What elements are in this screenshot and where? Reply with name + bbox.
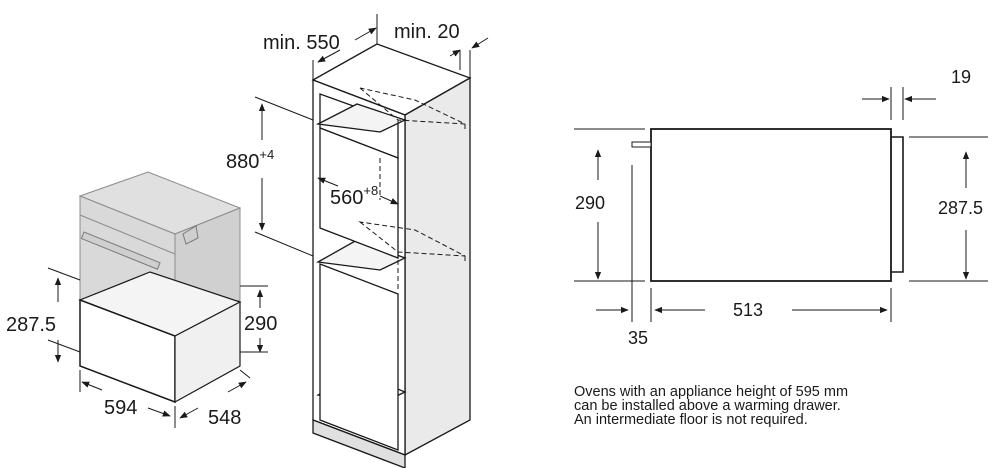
right-dimension-lines	[574, 87, 988, 322]
right-figure: 19 290 287.5 513 35	[574, 67, 988, 348]
side-bottom-offset-label: 35	[628, 328, 648, 348]
oven-dashed-outline	[358, 87, 466, 290]
side-top-offset-label: 19	[951, 67, 971, 87]
side-view-shape	[631, 128, 904, 282]
note-line: can be installed above a warming drawer.	[574, 398, 841, 414]
niche-height-value: 880	[226, 151, 259, 173]
note-line: An intermediate floor is not required.	[574, 412, 808, 428]
center-dimension-lines	[254, 14, 489, 257]
warming-drawer-shape	[78, 271, 242, 404]
left-depth-label: 548	[208, 407, 241, 429]
left-height-label: 287.5	[6, 314, 56, 336]
left-width-label: 594	[104, 397, 137, 419]
niche-height-label: 880+4	[226, 147, 274, 173]
left-drawer-height-label: 290	[244, 313, 277, 335]
niche-width-label: 560+8	[330, 183, 378, 209]
side-height-left-label: 290	[575, 193, 605, 213]
cabinet-min-depth-label: min. 550	[263, 32, 340, 54]
niche-height-tolerance: +4	[259, 147, 274, 162]
installation-note: Ovens with an appliance height of 595 mm…	[574, 384, 934, 428]
left-dimension-lines	[47, 267, 268, 428]
center-figure: min. 550 min. 20 880+4 560+8	[226, 14, 489, 468]
left-figure: 287.5 290 594 548	[6, 171, 277, 429]
tall-cabinet-shape	[311, 43, 472, 468]
side-height-right-label: 287.5	[938, 198, 983, 218]
cabinet-min-gap-label: min. 20	[394, 21, 460, 43]
niche-width-tolerance: +8	[363, 183, 378, 198]
side-width-label: 513	[733, 300, 763, 320]
niche-width-value: 560	[330, 187, 363, 209]
note-line: Ovens with an appliance height of 595 mm	[574, 384, 849, 400]
